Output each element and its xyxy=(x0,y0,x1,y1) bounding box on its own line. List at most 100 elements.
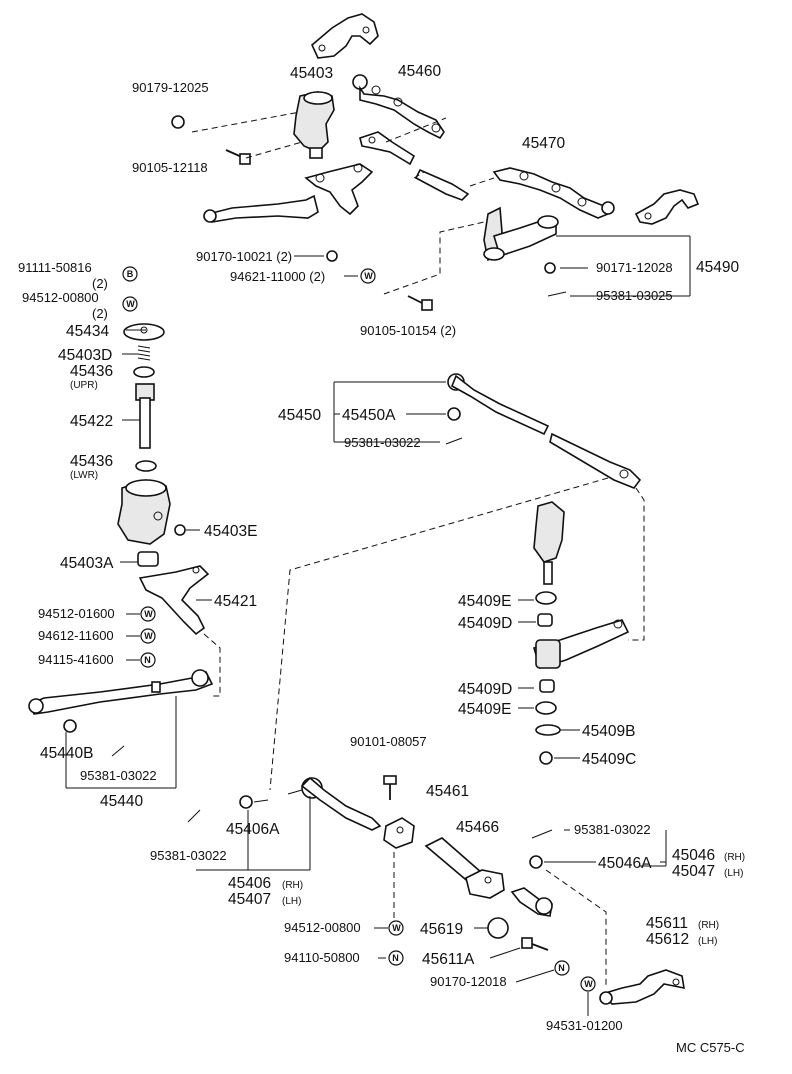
label-45436-upr: 45436 xyxy=(70,363,113,380)
label-94115-41600: 94115-41600 xyxy=(38,652,114,667)
label-90171-12028: 90171-12028 xyxy=(596,260,673,275)
shaft-45422 xyxy=(135,383,155,449)
label-45619: 45619 xyxy=(420,921,463,938)
svg-text:W: W xyxy=(364,271,373,281)
label-90170-10021: 90170-10021 (2) xyxy=(196,249,292,264)
cotter-pin-95381-03025 xyxy=(547,291,567,297)
nut-45450A xyxy=(447,407,461,421)
relay-rod-45460 xyxy=(352,74,445,140)
nut-45409C xyxy=(539,751,553,765)
symbol-w-94512b: W xyxy=(140,606,156,622)
symbol-w-94612: W xyxy=(140,628,156,644)
seat-45436-lwr xyxy=(135,460,157,472)
label-45450A: 45450A xyxy=(342,407,396,424)
bolt-90101 xyxy=(383,775,397,800)
label-45434: 45434 xyxy=(66,323,109,340)
label-45409E-a: 45409E xyxy=(458,593,511,610)
svg-text:W: W xyxy=(126,299,135,309)
symbol-n-94110: N xyxy=(388,950,404,966)
diagram-code: MC C575-C xyxy=(676,1040,745,1055)
knuckle-arm-top-right xyxy=(634,189,700,225)
label-45409B: 45409B xyxy=(582,723,635,740)
bolt-90105-10154 xyxy=(407,295,433,311)
label-95381-03022-bl: 95381-03022 xyxy=(150,848,227,863)
label-94612-11600: 94612-11600 xyxy=(38,628,114,643)
label-45409D-a: 45409D xyxy=(458,615,512,632)
label-94512-00800-a: 94512-00800 xyxy=(22,290,99,305)
label-45403A: 45403A xyxy=(60,555,114,572)
svg-text:W: W xyxy=(392,923,401,933)
label-45046: 45046 xyxy=(672,847,715,864)
idler-arm-bracket-top xyxy=(311,13,379,59)
label-45406: 45406 xyxy=(228,875,271,892)
cotter-95381-br xyxy=(531,829,553,839)
washer-45409B xyxy=(535,724,561,736)
nut-45440B xyxy=(63,719,77,733)
label-45406A: 45406A xyxy=(226,821,280,838)
label-45406-rh: (RH) xyxy=(282,880,303,891)
label-45611A: 45611A xyxy=(422,951,475,968)
nut-90171 xyxy=(544,262,556,274)
svg-text:N: N xyxy=(558,963,565,973)
plug-45403E xyxy=(174,524,186,536)
label-45470: 45470 xyxy=(522,135,565,152)
label-95381-03022-left: 95381-03022 xyxy=(80,768,157,783)
label-45422: 45422 xyxy=(70,413,113,430)
idler-arm-45421 xyxy=(138,565,210,636)
svg-text:W: W xyxy=(144,631,153,641)
nut-45406A xyxy=(239,795,253,809)
label-45461: 45461 xyxy=(426,783,469,800)
pitman-gear-45403 xyxy=(293,91,335,159)
label-45611: 45611 xyxy=(646,915,688,932)
label-45440: 45440 xyxy=(100,793,143,810)
bolt-45611A xyxy=(521,937,549,951)
label-45460: 45460 xyxy=(398,63,441,80)
relay-rod-45470 xyxy=(492,167,615,219)
label-upr: (UPR) xyxy=(70,380,98,391)
bushing-45409D-a xyxy=(537,613,553,627)
tie-rod-end-45406 xyxy=(287,776,382,831)
label-45403: 45403 xyxy=(290,65,333,82)
label-94512-00800-qty: (2) xyxy=(92,306,108,321)
bushing-45403A xyxy=(137,551,159,567)
idler-bracket-45409 xyxy=(533,501,565,585)
label-45407: 45407 xyxy=(228,891,271,908)
svg-text:W: W xyxy=(584,979,593,989)
label-94531-01200: 94531-01200 xyxy=(546,1018,623,1033)
label-91111-qty: (2) xyxy=(92,276,108,291)
label-45612-lh: (LH) xyxy=(698,936,717,947)
symbol-w-94512c: W xyxy=(388,920,404,936)
seat-45436-upr xyxy=(133,366,155,378)
nut-90170-10021 xyxy=(326,250,338,262)
label-90105-10154: 90105-10154 (2) xyxy=(360,323,456,338)
bushing-45409E-b xyxy=(535,701,557,715)
label-90179-12025: 90179-12025 xyxy=(132,80,209,95)
bushing-45409E-a xyxy=(535,591,557,605)
tie-rod-45450 xyxy=(447,373,642,489)
label-45407-lh: (LH) xyxy=(282,896,301,907)
label-45403E: 45403E xyxy=(204,523,257,540)
symbol-b-91111: B xyxy=(122,266,138,282)
bolt-90105-12118 xyxy=(225,149,251,165)
label-90101-08057: 90101-08057 xyxy=(350,734,427,749)
svg-text:N: N xyxy=(392,953,399,963)
svg-text:W: W xyxy=(144,609,153,619)
label-95381-03025: 95381-03025 xyxy=(596,288,673,303)
spring-45403D xyxy=(137,345,151,361)
cotter-95381-mid xyxy=(445,437,463,445)
center-relay-rod xyxy=(359,131,470,201)
label-45466: 45466 xyxy=(456,819,499,836)
label-45612: 45612 xyxy=(646,931,689,948)
label-94621-11000: 94621-11000 (2) xyxy=(230,269,325,284)
label-94110-50800: 94110-50800 xyxy=(284,950,360,965)
symbol-w-94531: W xyxy=(580,976,596,992)
cover-45434 xyxy=(123,323,165,341)
cotter-95381-bl xyxy=(187,809,201,823)
tie-rod-end-45046 xyxy=(510,887,553,917)
label-45409E-b: 45409E xyxy=(458,701,511,718)
label-94512-01600: 94512-01600 xyxy=(38,606,115,621)
label-45047: 45047 xyxy=(672,863,715,880)
label-90105-12118: 90105-12118 xyxy=(132,160,208,175)
label-45046A: 45046A xyxy=(598,855,652,872)
